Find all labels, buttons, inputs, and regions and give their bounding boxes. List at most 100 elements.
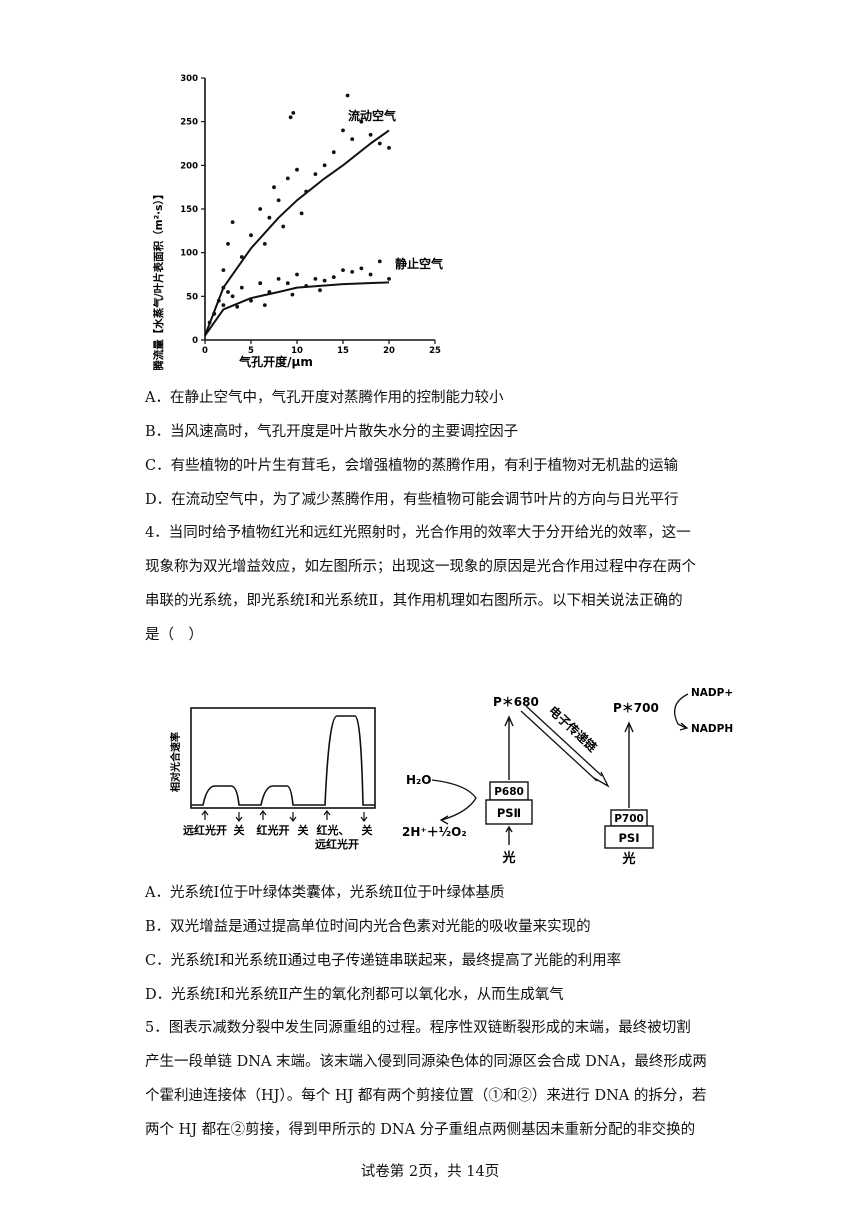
moving-air-point [272,185,276,190]
moving-air-point [276,198,281,203]
x-axis-label: 气孔开度/μm [238,354,313,369]
label-red-farred-1: 红光、 [317,823,350,837]
ps1-p700-label: P700 [614,813,644,825]
label-red-farred-2: 远红光开 [315,837,359,850]
moving-air-point [345,93,350,98]
ps2-box [485,799,533,825]
y-tick-label: 100 [180,249,198,259]
moving-air-point [239,255,244,259]
rate-trace [191,715,375,806]
still-air-point [341,268,345,272]
still-air-point [226,290,230,294]
still-air-point [290,292,295,297]
moving-air-point [350,137,355,141]
still-air-point [359,266,364,271]
label-off-3: 关 [362,823,373,837]
q5-stem-line-2: 产生一段单链 DNA 末端。该末端入侵到同源染色体的同源区会合成 DNA，最终形… [145,1054,707,1070]
moving-air-point [249,233,253,238]
q5-stem-line-3: 个霍利迪连接体（HJ）。每个 HJ 都有两个剪接位置（①和②）来进行 DNA 的… [145,1088,707,1104]
moving-air-point [387,146,391,150]
ps1-light-label: 光 [621,851,635,865]
q4-option-d: D．光系统Ⅰ和光系统Ⅱ产生的氧化剂都可以氧化水，从而生成氧气 [145,987,564,1003]
y-tick-label: 250 [180,118,198,128]
q3-option-c: C．有些植物的叶片生有茸毛，会增强植物的蒸腾作用，有利于植物对无机盐的运输 [145,458,679,474]
ps2-light-arrow [505,825,513,845]
moving-air-point [341,128,345,133]
still-air-point [285,281,290,286]
label-p680-excited: P＊680 [493,695,539,709]
still-air-point [221,303,226,307]
q5-stem-line-1: 5．图表示减数分裂中发生同源重组的过程。程序性双链断裂形成的末端，最终被切割 [145,1020,691,1036]
q4-stem-line-1: 4．当同时给予植物红光和远红光照射时，光合作用的效率大于分开给光的效率，这一 [145,525,691,541]
water-splitting-arrow [431,779,477,821]
still-air-curve [204,281,390,337]
label-nadph: NADPH [691,723,733,735]
q3-option-b: B．当风速高时，气孔开度是叶片散失水分的主要调控因子 [145,424,519,440]
electron-transport-arrow [520,705,610,788]
moving-air-point [285,176,290,181]
label-still-air: 静止空气 [395,256,443,271]
still-air-point [262,303,267,307]
q3-option-d: D．在流动空气中，为了减少蒸腾作用，有些植物可能会调节叶片的方向与日光平行 [145,492,679,508]
still-air-point [239,285,244,290]
still-air-point [295,272,299,277]
q3-option-a: A．在静止空气中，气孔开度对蒸腾作用的控制能力较小 [145,390,504,406]
ps2-excitation-arrow [504,715,514,780]
moving-air-point [291,111,296,115]
y-tick-label: 300 [180,74,198,84]
ps2-light-label: 光 [501,850,515,865]
label-off-1: 关 [234,823,245,837]
moving-air-point [288,115,293,120]
y-axis-label: 蒸腾流量【水蒸气/叶片表面积（m²·s）】 [152,189,165,370]
y-tick-label: 150 [180,205,198,215]
q4-stem-line-3: 串联的光系统，即光系统Ⅰ和光系统Ⅱ，其作用机理如右图所示。以下相关说法正确的 [145,593,683,609]
page-footer: 试卷第 2页，共 14页 [360,1164,500,1180]
x-tick-label: 20 [383,346,395,356]
ps2-label: PSⅡ [497,806,521,820]
ps1-box [604,825,654,849]
moving-air-point [295,167,299,172]
moving-air-point [331,150,336,155]
still-air-point [258,281,263,286]
label-red-on: 红光开 [257,823,290,837]
y-label-relative-rate: 相对光合速率 [169,732,182,792]
still-air-point [318,288,322,293]
still-air-point [249,298,253,303]
moving-air-point [313,172,318,176]
q4-option-c: C．光系统Ⅰ和光系统Ⅱ通过电子传递链串联起来，最终提高了光能的利用率 [145,953,622,969]
still-air-point [331,275,336,279]
moving-air-point [221,268,226,272]
moving-air-point [226,242,230,246]
q4-stem-line-4: 是（ ） [145,627,203,643]
moving-air-point [262,242,267,246]
q4-option-a: A．光系统Ⅰ位于叶绿体类囊体，光系统Ⅱ位于叶绿体基质 [145,885,505,901]
q4-option-b: B．双光增益是通过提高单位时间内光合色素对光能的吸收量来实现的 [145,919,591,935]
ps1-excitation-arrow [624,721,634,808]
moving-air-point [258,207,263,211]
ps1-label: PSⅠ [619,831,640,845]
moving-air-point [299,211,304,216]
still-air-point [368,272,373,277]
q4-stem-line-2: 现象称为双光增益效应，如左图所示；出现这一现象的原因是光合作用过程中存在两个 [145,559,696,575]
x-tick-label: 5 [248,346,254,356]
still-air-point [276,277,281,281]
still-air-point [350,270,355,274]
moving-air-point [368,132,373,137]
label-electron-transport-chain: 电子传递链 [546,703,601,756]
moving-air-point [359,119,364,124]
still-air-point [377,259,382,264]
still-air-point [322,278,327,283]
q5-stem-line-4: 两个 HJ 都在②剪接，得到甲所示的 DNA 分子重组点两侧基因未重新分配的非交… [145,1122,696,1138]
still-air-point [313,277,318,281]
moving-air-curve [204,129,390,336]
label-off-2: 关 [298,823,309,837]
moving-air-point [377,141,382,146]
label-water: H₂O [406,773,432,787]
still-air-point [387,277,391,281]
y-tick-label: 200 [180,161,198,171]
x-tick-label: 25 [429,346,441,356]
y-tick-label: 0 [192,336,198,346]
x-tick-label: 10 [291,346,303,356]
